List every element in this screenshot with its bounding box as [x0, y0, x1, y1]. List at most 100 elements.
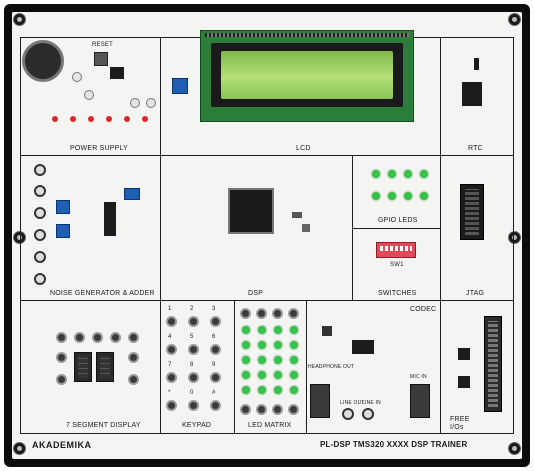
keypad-key[interactable] [188, 372, 199, 383]
test-jack[interactable] [34, 185, 46, 197]
screw [13, 13, 26, 26]
capacitor [146, 98, 156, 108]
power-led [106, 116, 112, 122]
push-button[interactable] [128, 332, 139, 343]
keypad-key[interactable] [166, 400, 177, 411]
codec-component [322, 326, 332, 336]
matrix-led [258, 386, 266, 394]
keypad-key[interactable] [188, 400, 199, 411]
matrix-led [290, 326, 298, 334]
noise-pot[interactable] [56, 200, 70, 214]
gain-pot[interactable] [124, 188, 140, 200]
push-button[interactable] [56, 374, 67, 385]
led-matrix [238, 308, 304, 416]
section-title-jtag: JTAG [466, 290, 485, 297]
matrix-button[interactable] [288, 404, 299, 415]
matrix-led [274, 341, 282, 349]
gpio-led [404, 192, 412, 200]
keypad-key[interactable] [210, 316, 221, 327]
capacitor [84, 90, 94, 100]
trainer-board: RESET POWER SUPPLY LCD RTC NOISE GENERAT… [12, 12, 522, 459]
matrix-led [274, 326, 282, 334]
matrix-button[interactable] [272, 404, 283, 415]
screw [13, 442, 26, 455]
lcd-contrast-pot[interactable] [172, 78, 188, 94]
rtc-crystal [474, 58, 479, 70]
matrix-button[interactable] [288, 308, 299, 319]
line-out-jack[interactable] [342, 408, 354, 420]
mic-in-label: MIC IN [410, 374, 427, 380]
test-jack[interactable] [34, 273, 46, 285]
keypad-key[interactable] [210, 400, 221, 411]
io-chip [458, 376, 470, 388]
matrix-led [242, 326, 250, 334]
keypad-key[interactable] [188, 344, 199, 355]
section-title-power-supply: POWER SUPPLY [70, 145, 128, 152]
board-model: PL-DSP TMS320 XXXX DSP TRAINER [320, 440, 468, 449]
line-in-jack[interactable] [362, 408, 374, 420]
matrix-led [258, 356, 266, 364]
keypad-key-label: 8 [190, 362, 194, 368]
push-button[interactable] [128, 374, 139, 385]
matrix-led [258, 326, 266, 334]
keypad-key-label: 1 [168, 306, 172, 312]
seven-segment-digit [96, 352, 114, 382]
test-jack[interactable] [34, 229, 46, 241]
matrix-led [290, 371, 298, 379]
section-title-gpio-leds: GPIO LEDS [378, 217, 418, 224]
io-chip [458, 348, 470, 360]
brand-logo: AKADEMIKA [32, 440, 92, 450]
section-title-noise-generator: NOISE GENERATOR & ADDER [50, 290, 155, 297]
jtag-header[interactable] [460, 184, 484, 240]
keypad-key-label: 4 [168, 334, 172, 340]
matrix-led [274, 386, 282, 394]
push-button[interactable] [128, 352, 139, 363]
keypad-key-label: 7 [168, 362, 172, 368]
matrix-button[interactable] [240, 308, 251, 319]
keypad-key[interactable] [210, 372, 221, 383]
push-button[interactable] [56, 332, 67, 343]
dip-switch[interactable] [376, 242, 416, 258]
matrix-led [290, 341, 298, 349]
push-button[interactable] [56, 352, 67, 363]
matrix-button[interactable] [256, 404, 267, 415]
matrix-button[interactable] [272, 308, 283, 319]
matrix-button[interactable] [240, 404, 251, 415]
keypad-key[interactable] [210, 344, 221, 355]
sw1-label: SW1 [390, 262, 404, 268]
headphone-out-jack[interactable] [310, 384, 330, 418]
free-io-header[interactable] [484, 316, 502, 412]
gpio-led [372, 170, 380, 178]
keypad-key[interactable] [166, 344, 177, 355]
keypad-key[interactable] [166, 316, 177, 327]
matrix-led [242, 386, 250, 394]
capacitor [130, 98, 140, 108]
push-button[interactable] [92, 332, 103, 343]
seven-segment-digit [74, 352, 92, 382]
headphone-out-label: HEADPHONE OUT [308, 364, 355, 370]
screw [13, 231, 26, 244]
power-connector[interactable] [22, 40, 64, 82]
test-jack[interactable] [34, 164, 46, 176]
push-button[interactable] [74, 332, 85, 343]
keypad-key[interactable] [166, 372, 177, 383]
noise-ic [104, 202, 116, 236]
mic-in-jack[interactable] [410, 384, 430, 418]
matrix-led [242, 356, 250, 364]
gpio-led [404, 170, 412, 178]
codec-chip [352, 340, 374, 354]
gpio-led [372, 192, 380, 200]
reset-button[interactable] [94, 52, 108, 66]
test-jack[interactable] [34, 251, 46, 263]
test-jack[interactable] [34, 207, 46, 219]
keypad-key[interactable] [188, 316, 199, 327]
matrix-led [290, 386, 298, 394]
gpio-led [388, 192, 396, 200]
section-title-dsp: DSP [248, 290, 263, 297]
gpio-led [388, 170, 396, 178]
push-button[interactable] [110, 332, 121, 343]
adder-pot[interactable] [56, 224, 70, 238]
section-title-free-ios: FREE I/Os [450, 416, 470, 431]
matrix-button[interactable] [256, 308, 267, 319]
